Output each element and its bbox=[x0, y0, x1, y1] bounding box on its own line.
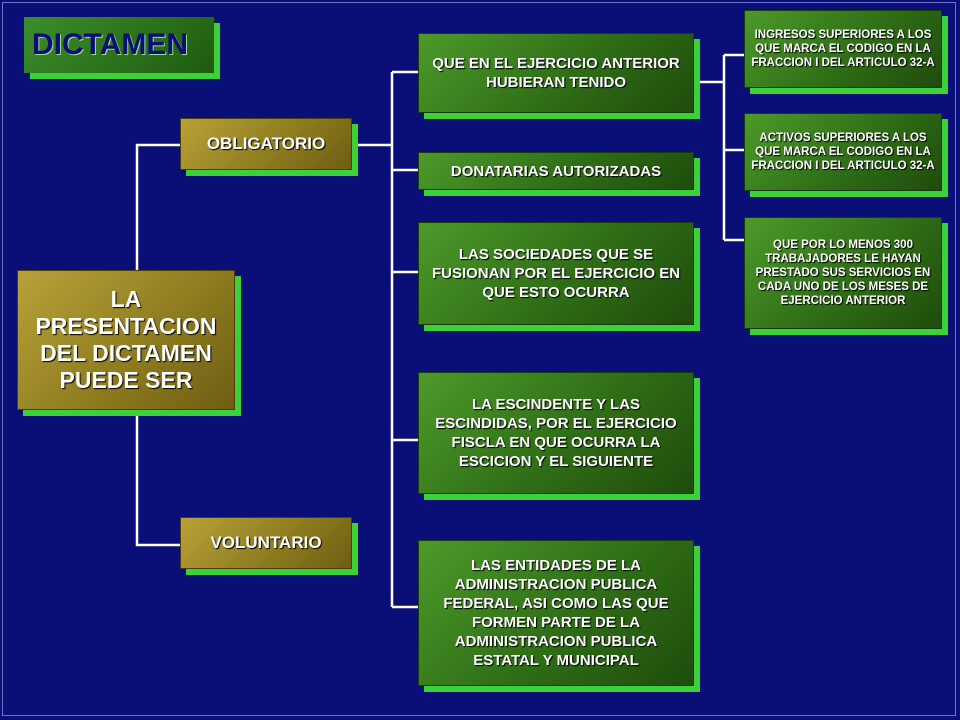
condition-ingresos: INGRESOS SUPERIORES A LOS QUE MARCA EL C… bbox=[744, 10, 942, 88]
title-text: DICTAMEN bbox=[32, 28, 189, 61]
connector-root-voluntario bbox=[135, 415, 180, 547]
obligatorio-item-1: QUE EN EL EJERCICIO ANTERIOR HUBIERAN TE… bbox=[418, 33, 694, 113]
root-node: LA PRESENTACION DEL DICTAMEN PUEDE SER bbox=[17, 270, 235, 410]
branch-voluntario: VOLUNTARIO bbox=[180, 517, 352, 569]
obligatorio-item-3: LAS SOCIEDADES QUE SE FUSIONAN POR EL EJ… bbox=[418, 222, 694, 325]
obligatorio-item-2: DONATARIAS AUTORIZADAS bbox=[418, 152, 694, 190]
connector-root-obligatorio bbox=[135, 143, 180, 270]
obligatorio-item-5: LAS ENTIDADES DE LA ADMINISTRACION PUBLI… bbox=[418, 540, 694, 686]
branch-obligatorio: OBLIGATORIO bbox=[180, 118, 352, 170]
slide-title: DICTAMEN bbox=[24, 17, 214, 73]
condition-trabajadores: QUE POR LO MENOS 300 TRABAJADORES LE HAY… bbox=[744, 217, 942, 329]
condition-activos: ACTIVOS SUPERIORES A LOS QUE MARCA EL CO… bbox=[744, 113, 942, 191]
obligatorio-item-4: LA ESCINDENTE Y LAS ESCINDIDAS, POR EL E… bbox=[418, 372, 694, 494]
